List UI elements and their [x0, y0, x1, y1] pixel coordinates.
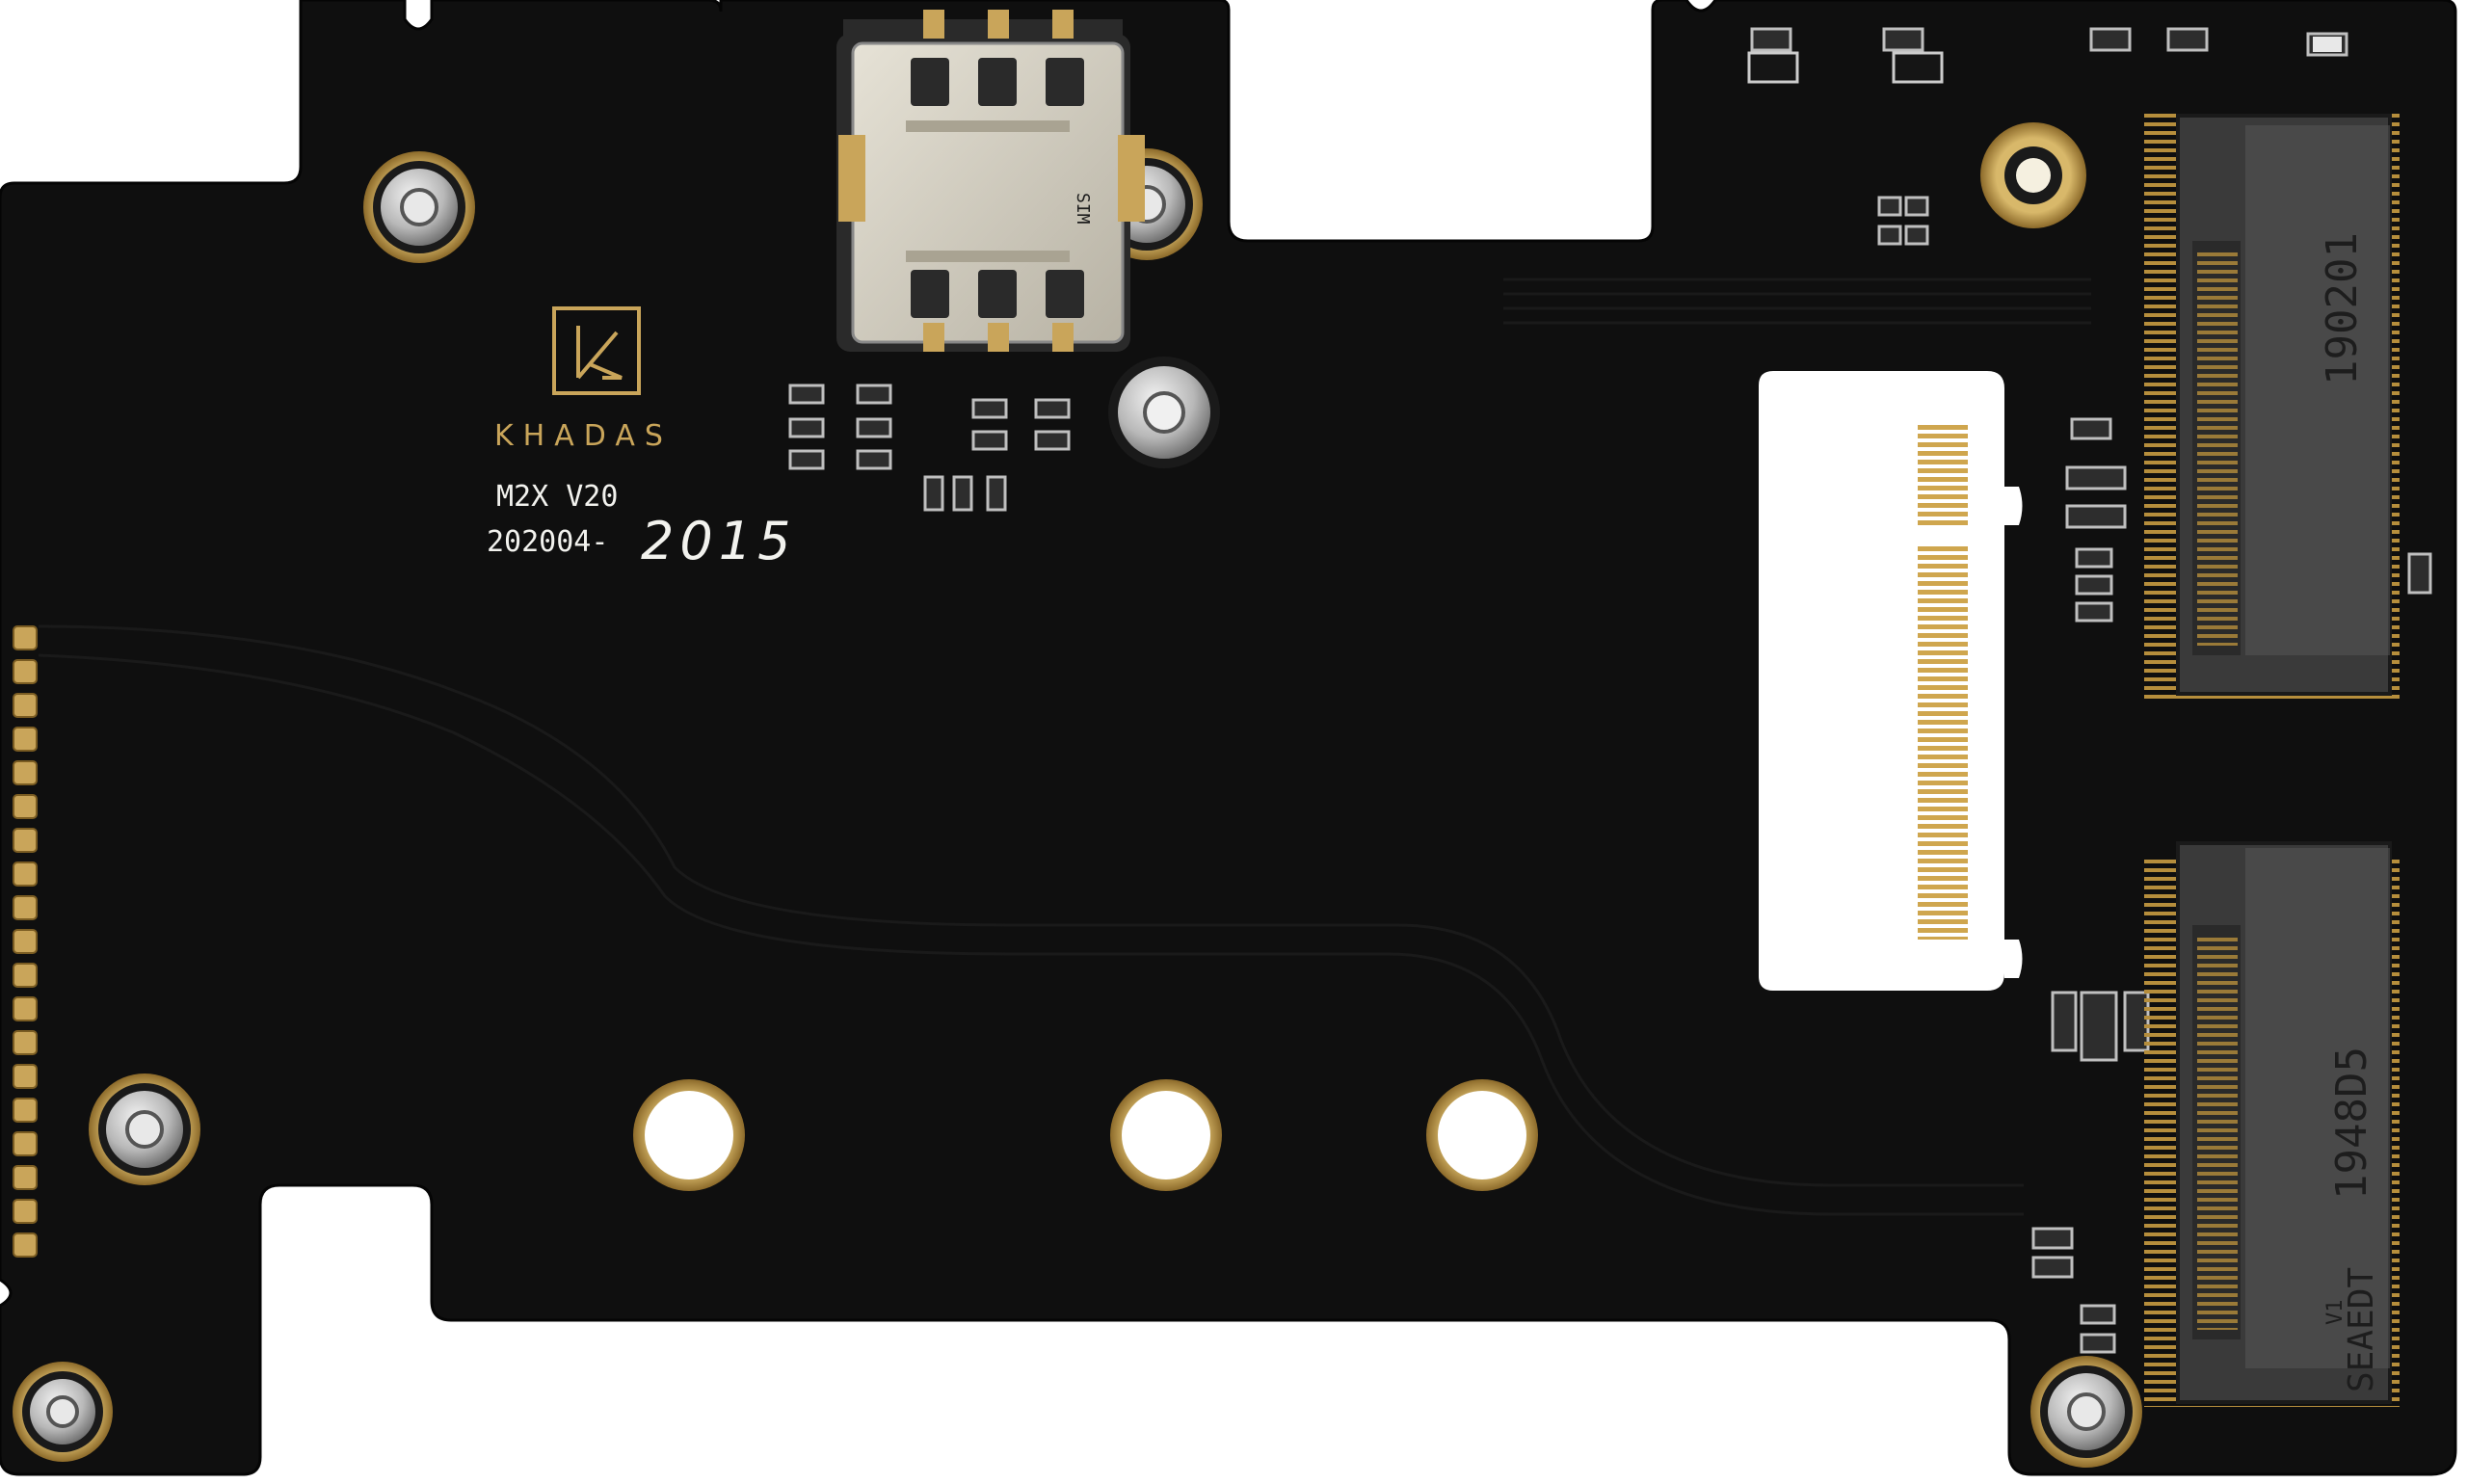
transistors	[1747, 51, 1944, 84]
date-prefix: 202004-	[487, 525, 608, 559]
logo-text: KHADAS	[494, 419, 673, 453]
m2-connector-top: 190201	[2144, 111, 2400, 703]
khadas-k-logo	[552, 306, 641, 395]
left-edge-pads	[13, 625, 38, 1258]
sim-card-slot-icon: SIM	[836, 10, 1145, 352]
connector-pin-mark: V1	[2323, 1300, 2348, 1326]
m2-cutout	[1759, 371, 2023, 991]
m2-edge-fingers	[1918, 424, 1968, 940]
date-handwritten: 2015	[641, 511, 796, 571]
m2-connector-bottom: 1948D5 SEAEDT V1	[2144, 841, 2400, 1407]
connector-top-code: 190201	[2318, 232, 2367, 385]
mounting-hole-icon	[13, 122, 2142, 1468]
sim-label: SIM	[1073, 193, 1093, 225]
connector-bottom-brand: SEAEDT	[2342, 1267, 2381, 1392]
connector-bottom-code: 1948D5	[2327, 1047, 2376, 1200]
model-label: M2X V20	[496, 480, 618, 514]
led	[2313, 37, 2342, 52]
pcb-traces	[38, 278, 2091, 1216]
